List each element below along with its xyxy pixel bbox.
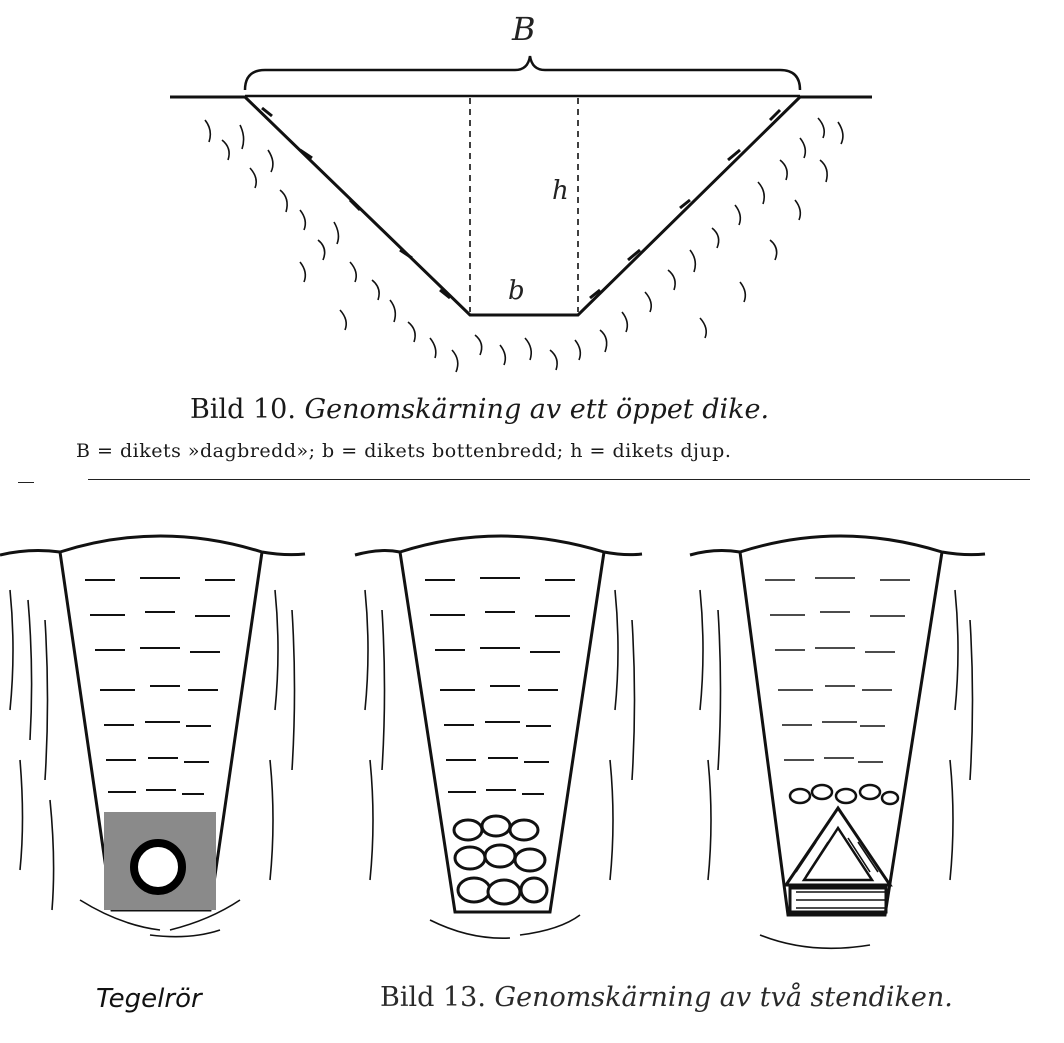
trench2-fill-dashes	[425, 577, 575, 795]
slab-hatching	[795, 837, 886, 909]
trench1-side-hatching	[9, 589, 296, 938]
top-width-brace	[243, 55, 802, 91]
trench2-side-hatching	[364, 589, 636, 939]
figure-10-caption: Bild 10. Genomskärning av ett öppet dike…	[190, 394, 769, 425]
slab-triangle-outer	[783, 805, 893, 887]
trench3-walls	[738, 551, 944, 917]
open-ditch-diagram	[170, 55, 872, 373]
soil-hatching	[204, 117, 844, 373]
trench-tile-pipe	[0, 534, 306, 938]
figure-13-caption: Bild 13. Genomskärning av två stendiken.	[380, 982, 953, 1013]
trench-slab-drain	[689, 534, 986, 950]
section-divider	[88, 479, 1030, 480]
tile-pipe-icon	[130, 839, 186, 895]
figure-10-legend: B = dikets »dagbredd»; b = dikets botten…	[76, 440, 732, 462]
trench3-backfill-top	[739, 534, 943, 554]
trench1-fill-dashes	[85, 577, 235, 795]
trench1-backfill-top	[59, 534, 263, 554]
trench-stone-drain	[354, 534, 643, 939]
trench1-ground	[0, 549, 306, 557]
bottom-slab	[788, 886, 888, 914]
trench3-stone-cover	[788, 783, 900, 806]
divider-dash	[18, 482, 34, 483]
slope-edge-marks	[261, 106, 782, 300]
figure-13-number: Bild 13.	[380, 982, 486, 1013]
field-stones	[452, 814, 549, 906]
trench2-backfill-top	[399, 534, 605, 554]
label-depth: h	[552, 176, 569, 206]
figure-10-number: Bild 10.	[190, 394, 296, 425]
tile-pipe-label: Tegelrör	[96, 984, 202, 1014]
trench3-ground	[689, 549, 986, 557]
trench3-side-hatching	[699, 589, 974, 950]
label-top-width: B	[512, 10, 536, 48]
trench3-fill-dashes	[765, 577, 910, 763]
label-bottom-width: b	[508, 276, 525, 306]
figure-13-title: Genomskärning av två stendiken.	[494, 982, 953, 1013]
figure-10-title: Genomskärning av ett öppet dike.	[304, 394, 770, 425]
trench2-walls	[398, 551, 606, 914]
trench2-ground	[354, 549, 643, 557]
